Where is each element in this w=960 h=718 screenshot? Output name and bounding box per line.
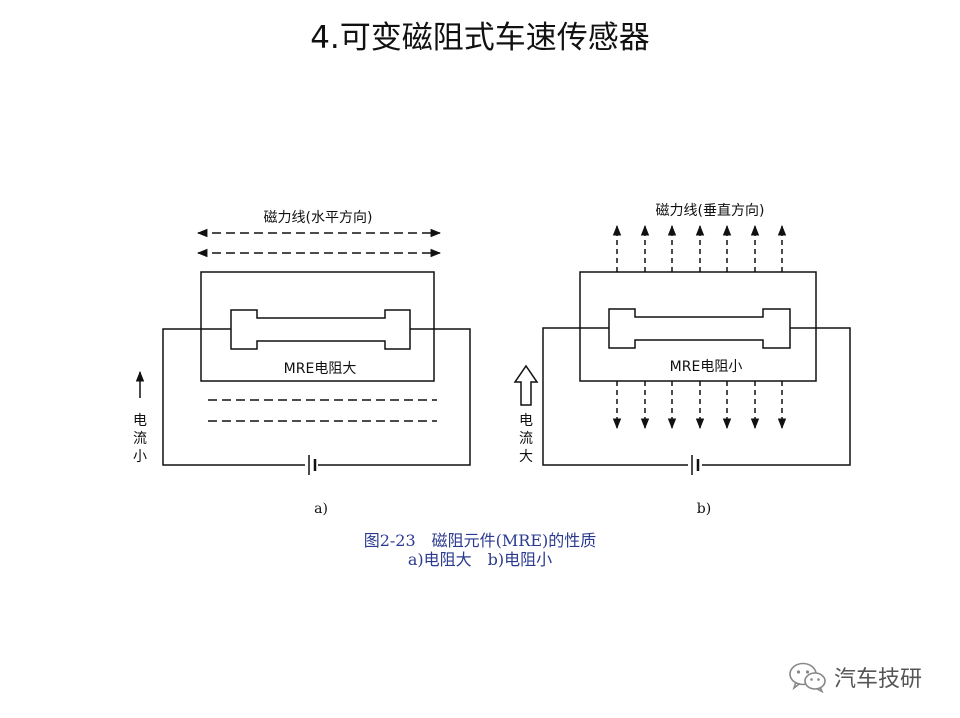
panel-a: 磁力线(水平方向) MRE电阻大	[135, 210, 471, 475]
panel-a-element-label: MRE电阻大	[284, 361, 357, 377]
panel-b-current-label-3: 大	[519, 449, 533, 465]
panel-b-circuit-right	[702, 327, 851, 466]
panel-a-current-label-2: 流	[133, 431, 147, 447]
figure-caption-line1: 图2-23 磁阻元件(MRE)的性质	[363, 531, 597, 550]
watermark-text: 汽车技研	[834, 667, 923, 692]
panel-b-field-arrows-top	[612, 224, 787, 272]
panel-a-circuit-left	[162, 328, 305, 466]
panel-a-sublabel: a)	[314, 501, 328, 517]
page-title: 4.可变磁阻式车速传感器	[310, 20, 650, 56]
panel-b-element-label: MRE电阻小	[670, 359, 743, 375]
panel-b-sensor-box	[579, 271, 817, 382]
panel-b-mre-element	[608, 308, 791, 349]
panel-b: 磁力线(垂直方向) MRE电阻小	[513, 202, 851, 475]
panel-b-current-arrow	[513, 364, 539, 406]
panel-b-field-label: 磁力线(垂直方向)	[656, 202, 765, 219]
watermark: 汽车技研	[788, 660, 922, 694]
panel-b-sublabel: b)	[697, 501, 711, 517]
figure-caption-line2: a)电阻大 b)电阻小	[407, 550, 553, 569]
panel-b-circuit-left	[542, 327, 688, 466]
panel-a-mre-element	[230, 309, 411, 350]
panel-a-circuit-right	[318, 328, 471, 466]
wechat-icon	[789, 662, 826, 693]
panel-a-field-label: 磁力线(水平方向)	[264, 210, 373, 226]
panel-b-field-arrows-bottom	[612, 381, 787, 430]
panel-a-current-label-3: 小	[133, 449, 147, 465]
panel-a-current-label-1: 电	[133, 413, 147, 429]
panel-b-current-label-2: 流	[519, 431, 533, 447]
panel-a-sensor-box	[200, 271, 435, 382]
panel-b-current-label-1: 电	[519, 413, 533, 429]
